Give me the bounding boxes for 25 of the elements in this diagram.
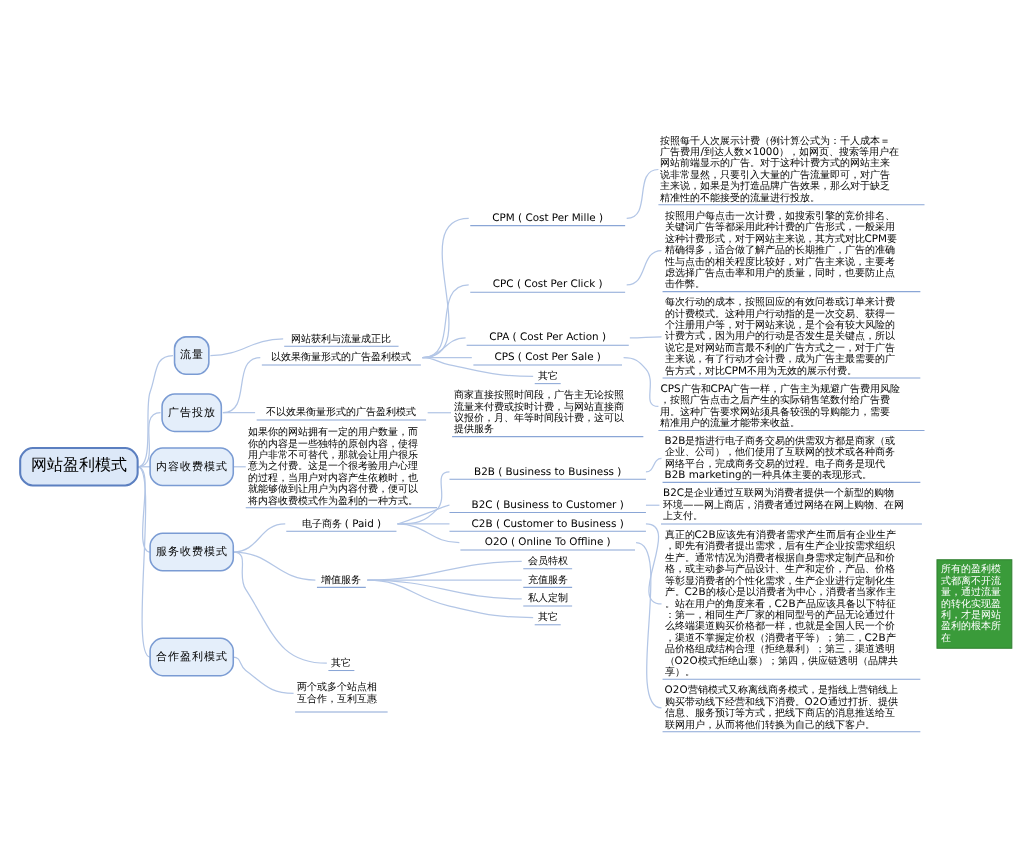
connector: [626, 249, 663, 286]
connector: [427, 412, 452, 414]
connector: [421, 284, 470, 359]
connector: [421, 337, 467, 359]
connector: [232, 656, 295, 694]
connector: [222, 412, 256, 414]
connector: [222, 357, 261, 414]
connector: [396, 471, 451, 525]
connector: [622, 357, 660, 408]
connector: [232, 551, 328, 664]
connector: [209, 338, 284, 357]
connector: [635, 542, 663, 709]
connector: [366, 579, 534, 619]
connector: [421, 357, 534, 377]
connector: [396, 504, 451, 525]
connector: [629, 336, 663, 339]
connector: [232, 523, 286, 553]
connector: [396, 523, 460, 544]
connector: [232, 551, 316, 581]
connector: [645, 523, 663, 605]
connector: [396, 523, 451, 525]
connector: [421, 217, 470, 359]
connector: [626, 168, 660, 219]
connector: [366, 579, 523, 600]
connector: [645, 457, 663, 473]
